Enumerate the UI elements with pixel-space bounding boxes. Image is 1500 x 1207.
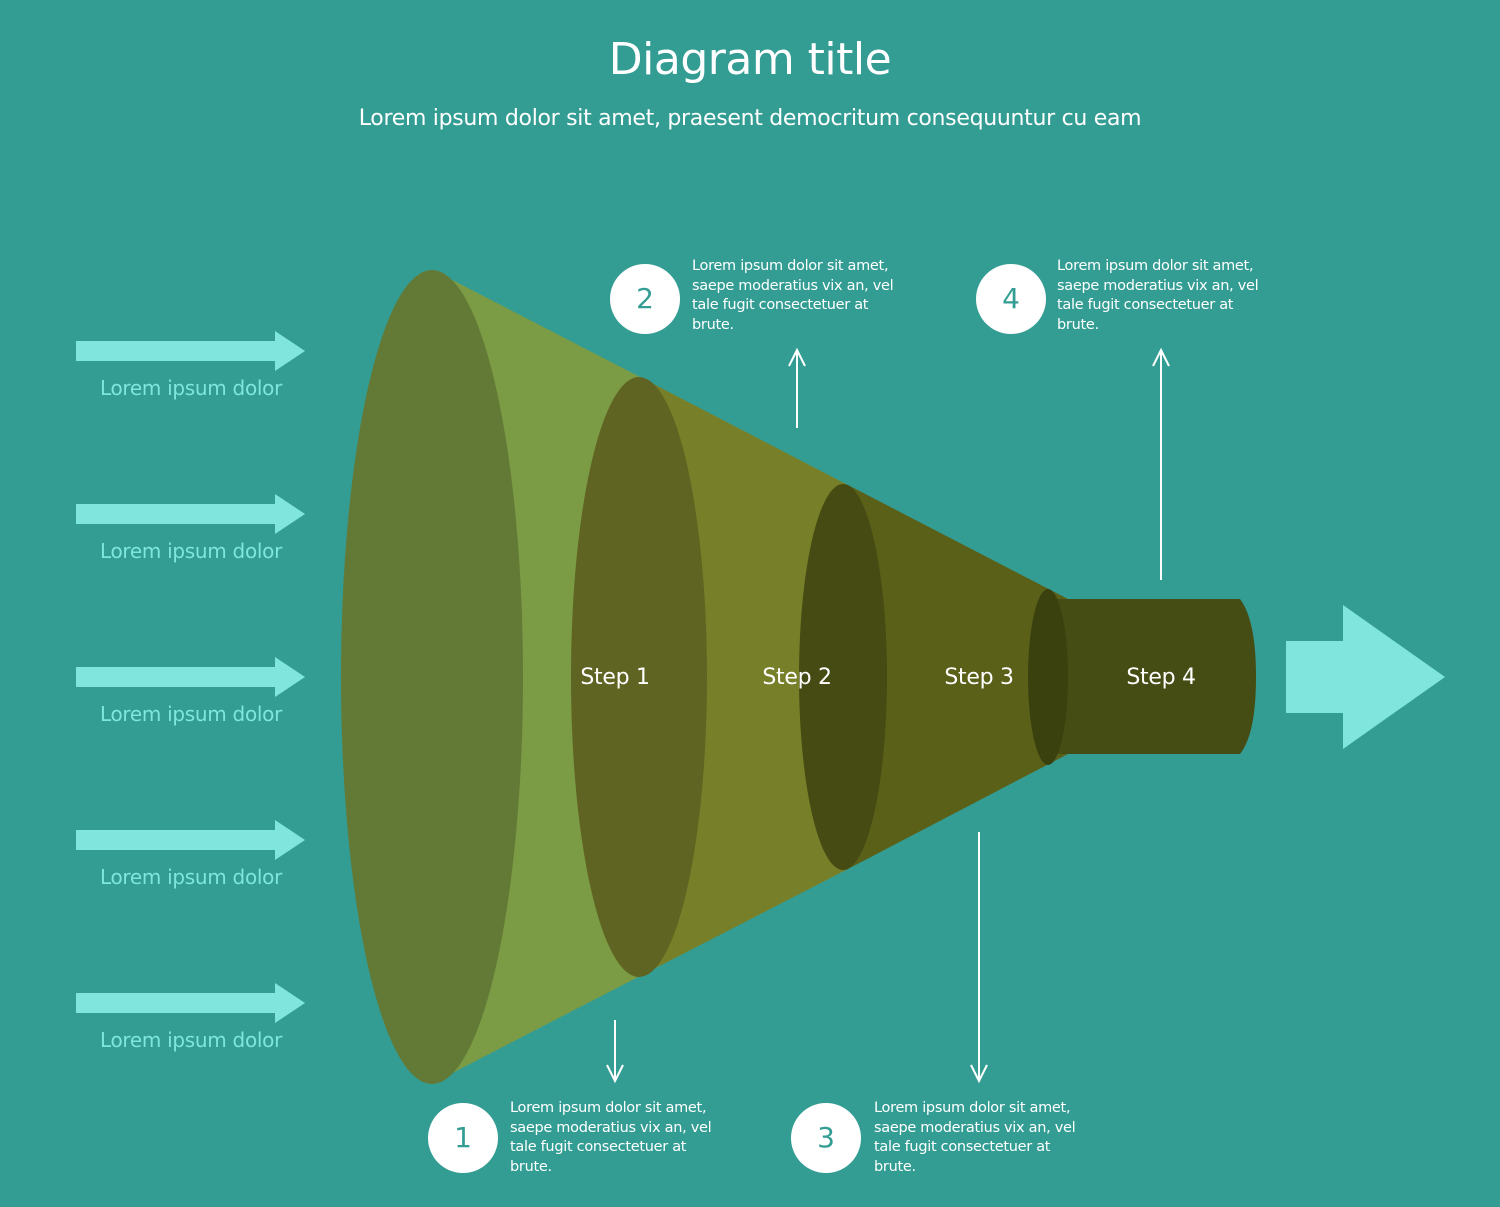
arrow-right-icon	[76, 983, 305, 1023]
callout-text-4: Lorem ipsum dolor sit amet, saepe modera…	[1057, 258, 1259, 333]
step-label-3: Step 3	[944, 665, 1014, 690]
input-label: Lorem ipsum dolor	[100, 376, 282, 400]
arrow-down-icon	[606, 1020, 624, 1084]
callout-text-3: Lorem ipsum dolor sit amet, saepe modera…	[874, 1100, 1076, 1175]
arrow-right-icon	[76, 820, 305, 860]
callout-number-1: 1	[428, 1103, 498, 1173]
diagram-subtitle: Lorem ipsum dolor sit amet, praesent dem…	[358, 106, 1142, 131]
arrow-up-icon	[1152, 347, 1170, 580]
callout-number-2: 2	[610, 264, 680, 334]
funnel-segment-2-mouth	[571, 377, 707, 977]
arrow-up-icon	[788, 347, 806, 428]
input-label: Lorem ipsum dolor	[100, 702, 282, 726]
callout-number-3: 3	[791, 1103, 861, 1173]
input-label: Lorem ipsum dolor	[100, 539, 282, 563]
callout-text-2: Lorem ipsum dolor sit amet, saepe modera…	[692, 258, 894, 333]
connector-arrows	[606, 347, 1170, 1084]
funnel-segment-3-mouth	[799, 484, 887, 870]
funnel-segment-1-mouth	[341, 270, 523, 1084]
input-label: Lorem ipsum dolor	[100, 865, 282, 889]
funnel-segment-3	[846, 484, 1068, 870]
funnel-segment-4	[1048, 599, 1256, 754]
output-arrow-icon	[1286, 605, 1445, 749]
step-label-2: Step 2	[762, 665, 832, 690]
diagram-title: Diagram title	[608, 34, 892, 85]
funnel-segment-4-mouth	[1028, 589, 1068, 765]
arrow-right-icon	[76, 657, 305, 697]
step-label-1: Step 1	[580, 665, 650, 690]
arrow-down-icon	[970, 832, 988, 1084]
input-arrows	[76, 331, 305, 1023]
input-label: Lorem ipsum dolor	[100, 1028, 282, 1052]
arrow-right-icon	[76, 494, 305, 534]
callout-number-4: 4	[976, 264, 1046, 334]
step-label-4: Step 4	[1126, 665, 1196, 690]
arrow-right-icon	[76, 331, 305, 371]
callout-text-1: Lorem ipsum dolor sit amet, saepe modera…	[510, 1100, 712, 1175]
